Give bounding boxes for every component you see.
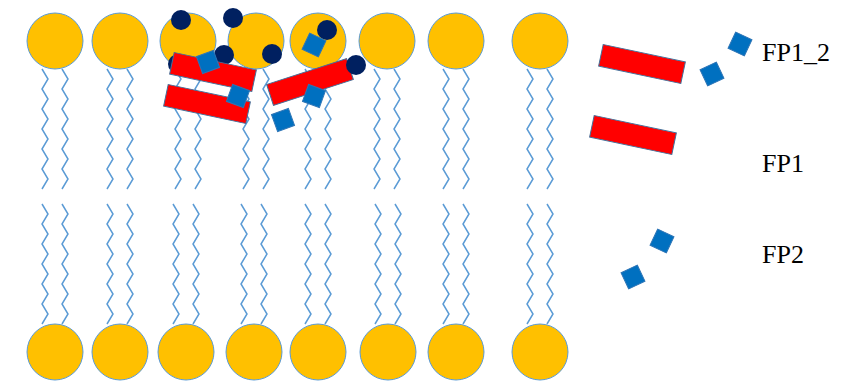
legend-label: FP2 xyxy=(762,242,804,268)
peptide-cluster xyxy=(164,8,366,132)
legend-samples xyxy=(590,32,752,289)
bottom-leaflet xyxy=(27,204,568,380)
top-leaflet xyxy=(27,13,568,189)
legend-label: FP1_2 xyxy=(762,40,830,66)
legend-label: FP1 xyxy=(762,151,804,177)
